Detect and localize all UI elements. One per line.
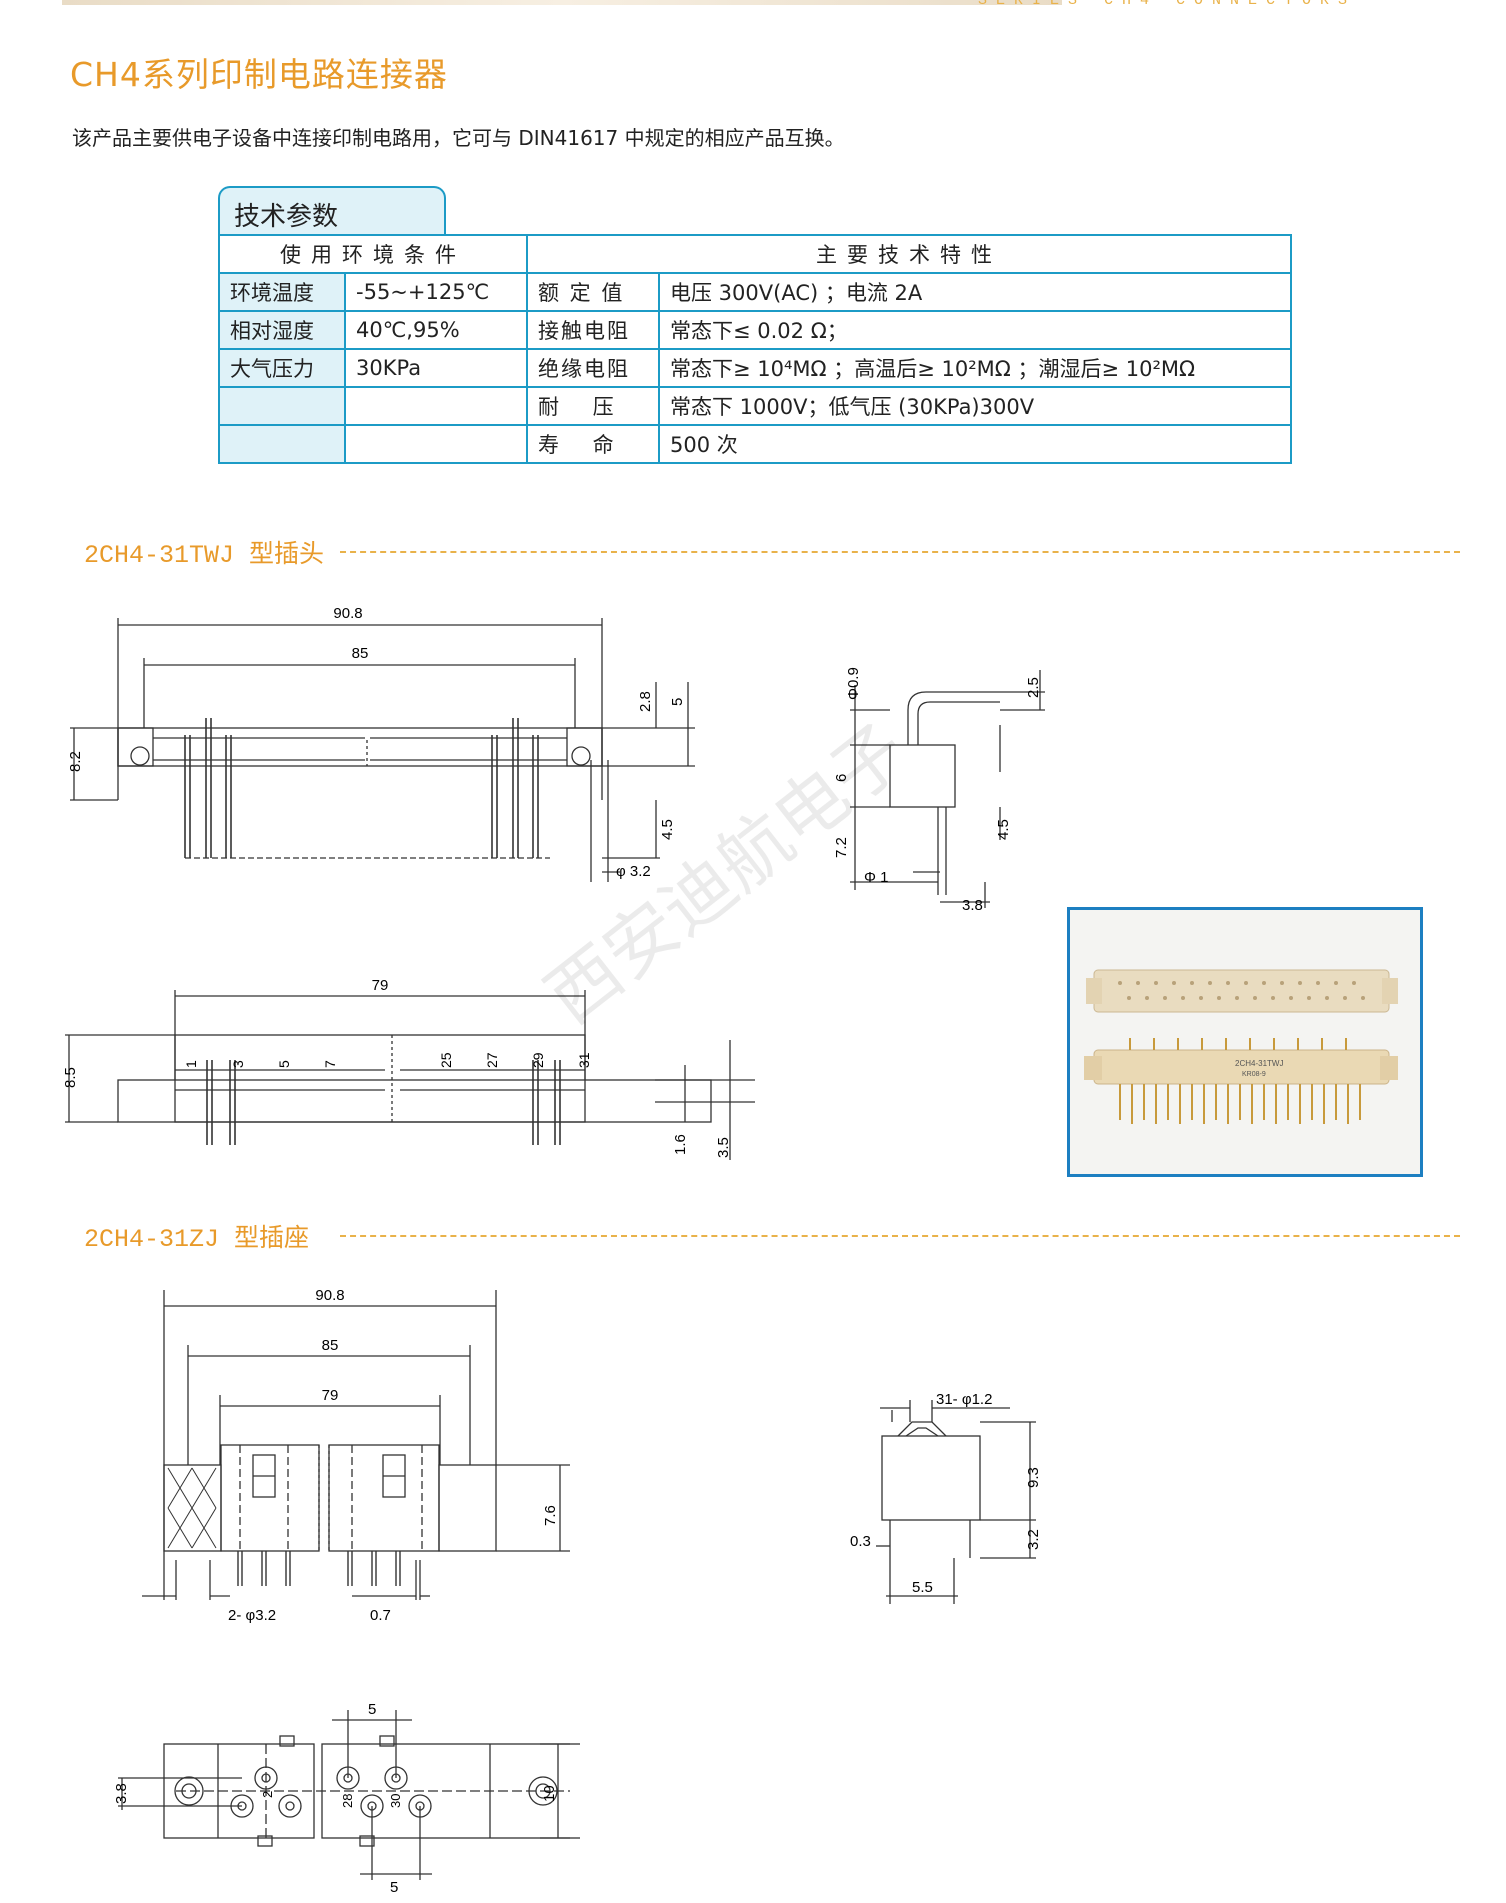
dim-label: 3.2 [1025,1529,1042,1550]
dim-label: 6 [833,774,850,782]
pin-label: 1 [183,1060,199,1068]
pin-label: 30 [388,1794,403,1808]
dim-label: 85 [322,1337,339,1354]
env-value: 30KPa [344,348,528,388]
connector-photo-illustration: 2CH4-31TWJ KR08-9 [1070,910,1420,1174]
spec-header-row: 使用环境条件 主要技术特性 [218,234,1292,274]
dim-label: 7.2 [833,837,850,858]
tech-value: 常态下≤ 0.02 Ω； [658,310,1292,350]
dim-label: Φ0.9 [845,667,862,700]
plug-front-drawing: 90.8 85 2.8 5 8.2 4.5 φ 3.2 [67,605,695,882]
dim-label: 85 [352,645,369,662]
plug-section-heading: 2CH4-31TWJ 型插头 [84,541,325,570]
dim-label: 1.6 [672,1134,689,1155]
env-label: 大气压力 [218,348,346,388]
dim-label: 90.8 [315,1287,344,1304]
tech-label: 接触电阻 [526,310,660,350]
photo-marking: 2CH4-31TWJ [1235,1059,1283,1068]
dim-label: 5 [390,1879,398,1896]
dim-label: 2.5 [1025,677,1042,698]
table-row: 耐 压 常态下 1000V；低气压 (30KPa)300V [218,386,1292,426]
tech-label: 绝缘电阻 [526,348,660,388]
tech-label: 耐 压 [526,386,660,426]
dim-label: φ 3.2 [616,863,651,880]
dim-label: 10 [541,1785,558,1802]
dim-label: 90.8 [333,605,362,622]
dim-label: Φ 1 [864,869,888,886]
dim-label: 79 [322,1387,339,1404]
tech-params-tab-label: 技术参数 [234,202,339,232]
tech-params-tab: 技术参数 [218,186,446,236]
dim-label: 3.5 [715,1137,732,1158]
table-row: 大气压力 30KPa 绝缘电阻 常态下≥ 10⁴MΩ ；高温后≥ 10²MΩ ；… [218,348,1292,388]
pin-label: 7 [322,1060,338,1068]
pin-label: 27 [484,1052,500,1068]
pin-label: 25 [438,1052,454,1068]
pin-label: 2 [260,1791,275,1798]
dim-label: 5.5 [912,1579,933,1596]
table-row: 寿 命 500 次 [218,424,1292,464]
dim-label: 79 [372,977,389,994]
dim-label: 8.5 [62,1067,79,1088]
series-tag: SERIES CH4 CONNECTORS [977,0,1356,9]
socket-bottom-drawing: 5 3.8 10 5 2 28 30 [113,1701,580,1896]
pin-label: 29 [530,1052,546,1068]
socket-section-heading: 2CH4-31ZJ 型插座 [84,1225,310,1254]
spec-table: 使用环境条件 主要技术特性 环境温度 -55~+125℃ 额 定 值 电压 30… [218,234,1292,464]
env-value: 40℃,95% [344,310,528,350]
plug-side-drawing: Φ0.9 2.5 6 7.2 4.5 Φ 1 3.8 [833,667,1045,914]
pin-label: 31 [576,1052,592,1068]
dim-label: 0.7 [370,1607,391,1624]
top-decorative-bar [62,0,1062,5]
page-title: CH4系列印制电路连接器 [70,55,448,94]
tech-value: 电压 300V(AC) ；电流 2A [658,272,1292,312]
env-label [218,424,346,464]
tech-label: 寿 命 [526,424,660,464]
socket-side-drawing: 31- φ1.2 9.3 0.3 3.2 5.5 [850,1391,1042,1604]
dim-label: 4.5 [659,819,676,840]
dim-label: 3.8 [962,897,983,914]
env-value [344,386,528,426]
socket-front-drawing: 90.8 85 79 7.6 2- φ3.2 0.7 [142,1287,570,1624]
env-value: -55~+125℃ [344,272,528,312]
env-header: 使用环境条件 [218,234,528,274]
dim-label: 4.5 [995,819,1012,840]
env-label: 环境温度 [218,272,346,312]
env-label [218,386,346,426]
table-row: 相对湿度 40℃,95% 接触电阻 常态下≤ 0.02 Ω； [218,310,1292,350]
dim-label: 3.8 [113,1783,130,1804]
dim-label: 31- φ1.2 [936,1391,992,1408]
env-value [344,424,528,464]
pin-label: 5 [276,1060,292,1068]
photo-marking: KR08-9 [1242,1071,1266,1078]
tech-value: 500 次 [658,424,1292,464]
tech-value: 常态下 1000V；低气压 (30KPa)300V [658,386,1292,426]
dim-label: 5 [669,698,686,706]
dim-label: 9.3 [1025,1467,1042,1488]
tech-label: 额 定 值 [526,272,660,312]
dim-label: 8.2 [67,751,84,772]
env-label: 相对湿度 [218,310,346,350]
plug-section-divider [340,551,1460,553]
dim-label: 5 [368,1701,376,1718]
dim-label: 0.3 [850,1533,871,1550]
tech-header: 主要技术特性 [526,234,1292,274]
pin-label: 28 [340,1794,355,1808]
socket-section-divider [340,1235,1460,1237]
dim-label: 2.8 [637,691,654,712]
intro-text: 该产品主要供电子设备中连接印制电路用，它可与 DIN41617 中规定的相应产品… [72,126,845,150]
tech-value: 常态下≥ 10⁴MΩ ；高温后≥ 10²MΩ ；潮湿后≥ 10²MΩ [658,348,1292,388]
dim-label: 2- φ3.2 [228,1607,276,1624]
pin-label: 3 [230,1060,246,1068]
dim-label: 7.6 [542,1505,559,1526]
product-photo: 2CH4-31TWJ KR08-9 [1067,907,1423,1177]
plug-bottom-drawing: 79 8.5 1.6 3.5 1 3 5 7 25 27 29 31 [62,977,755,1160]
table-row: 环境温度 -55~+125℃ 额 定 值 电压 300V(AC) ；电流 2A [218,272,1292,312]
